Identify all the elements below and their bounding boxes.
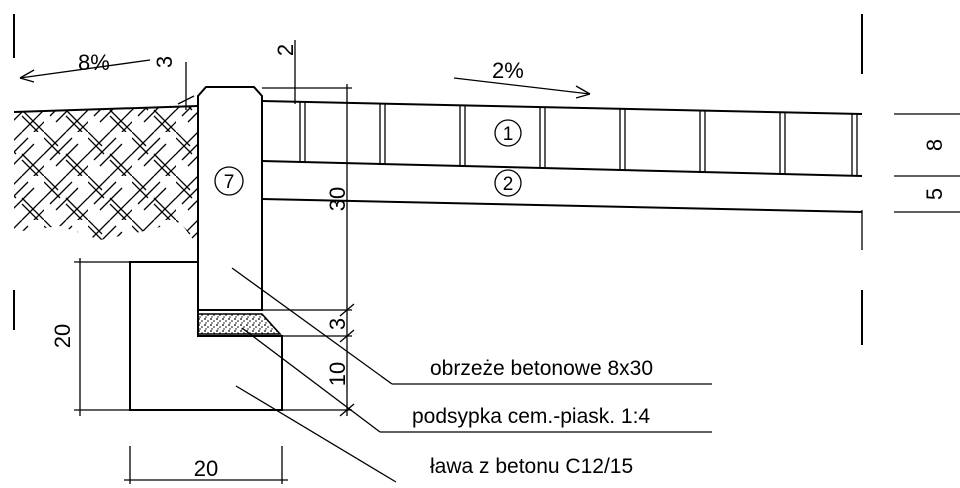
dim-layer1-label: 8 bbox=[922, 139, 947, 151]
marker-layer-1: 1 bbox=[494, 119, 522, 147]
dim-embed-label: 10 bbox=[325, 362, 350, 386]
concrete-curb bbox=[197, 86, 263, 311]
dim-gap-top bbox=[177, 62, 195, 110]
marker-curb-number: 7 bbox=[224, 172, 235, 193]
dim-curb-height-label: 30 bbox=[325, 187, 350, 211]
marker-curb: 7 bbox=[214, 166, 244, 196]
slope-left-label: 8% bbox=[78, 50, 110, 75]
slope-right-label: 2% bbox=[492, 58, 524, 83]
dim-foundation-width-label: 20 bbox=[194, 456, 218, 481]
pavement-layer-1 bbox=[261, 100, 863, 177]
soil-hatch bbox=[13, 105, 199, 246]
dim-foundation-height-label: 20 bbox=[50, 324, 75, 348]
paving-joints bbox=[299, 102, 858, 175]
label-bedding: podsypka cem.-piask. 1:4 bbox=[412, 405, 650, 428]
dim-foundation-height bbox=[74, 258, 130, 416]
dim-bedding-label: 3 bbox=[325, 318, 350, 330]
label-curb: obrzeże betonowe 8x30 bbox=[430, 357, 653, 380]
concrete-foundation bbox=[129, 261, 283, 411]
dim-offset-top bbox=[262, 40, 352, 104]
marker-layer-2: 2 bbox=[494, 169, 522, 197]
pavement-layer-2 bbox=[261, 198, 863, 213]
leader-foundation bbox=[235, 385, 397, 483]
bedding-layer bbox=[197, 313, 282, 335]
label-foundation: ława z betonu C12/15 bbox=[430, 455, 633, 478]
dim-gap-top-label: 3 bbox=[152, 56, 177, 68]
dim-curb-height bbox=[262, 84, 355, 417]
dim-layers-right bbox=[894, 113, 960, 213]
frame-edge-marks bbox=[13, 14, 863, 345]
dim-layer2-label: 5 bbox=[922, 188, 947, 200]
slope-arrow-left bbox=[19, 59, 151, 83]
leader-bedding bbox=[241, 327, 712, 433]
marker-layer-2-number: 2 bbox=[503, 174, 514, 195]
slope-arrow-right bbox=[453, 77, 591, 99]
marker-layer-1-number: 1 bbox=[503, 124, 514, 145]
leader-curb bbox=[231, 267, 712, 385]
dim-foundation-width bbox=[124, 446, 288, 484]
dim-offset-top-label: 2 bbox=[273, 44, 298, 56]
